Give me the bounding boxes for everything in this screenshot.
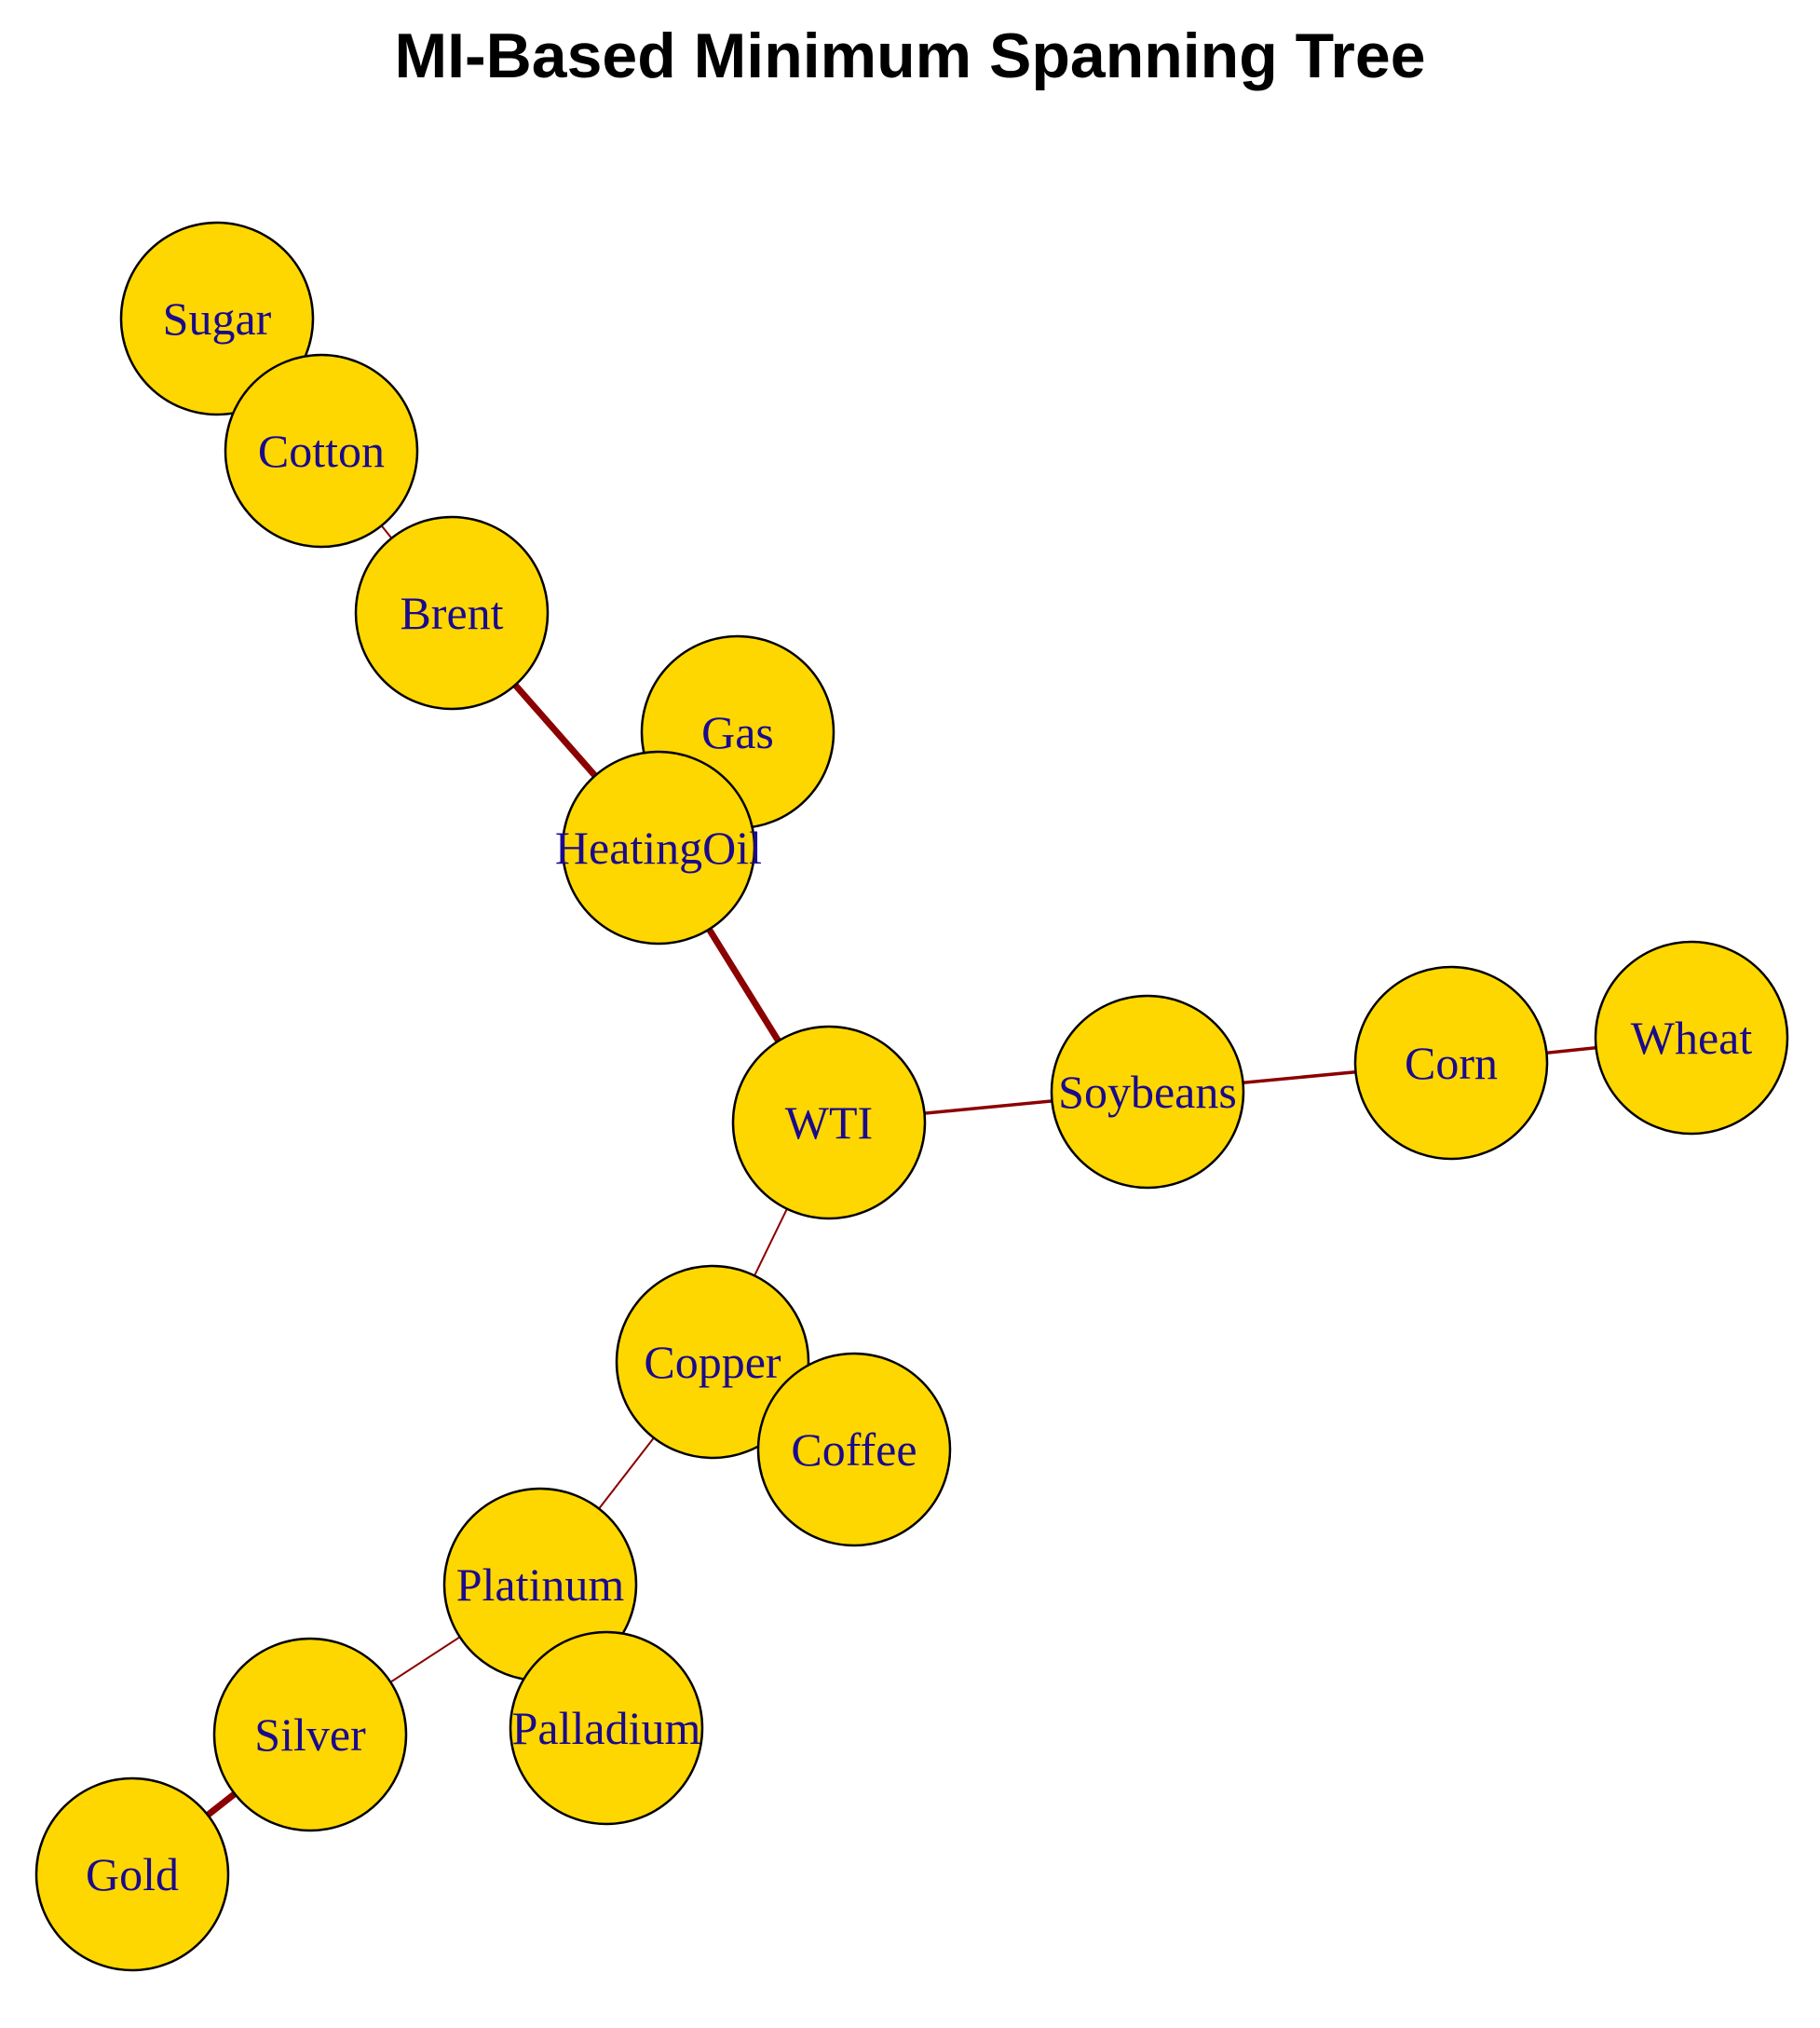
node-soybeans: Soybeans (1050, 994, 1245, 1190)
node-label: Copper (644, 1336, 781, 1388)
node-circle (1594, 940, 1789, 1136)
node-label: Wheat (1631, 1012, 1753, 1064)
node-label: Gas (701, 706, 774, 758)
node-circle (1353, 965, 1549, 1161)
node-circle (354, 515, 550, 711)
node-label: Soybeans (1058, 1066, 1237, 1118)
node-wti: WTI (731, 1025, 927, 1220)
node-corn: Corn (1353, 965, 1549, 1161)
node-circle (34, 1776, 230, 1972)
node-label: Gold (86, 1848, 179, 1900)
node-platinum: Platinum (442, 1487, 638, 1682)
node-circle (615, 1264, 810, 1460)
node-label: Sugar (163, 293, 272, 345)
node-label: HeatingOil (555, 822, 762, 874)
node-label: Platinum (456, 1558, 625, 1611)
node-label: Silver (254, 1708, 366, 1761)
node-circle (1050, 994, 1245, 1190)
node-circle (509, 1630, 704, 1826)
node-label: Coffee (791, 1423, 917, 1476)
node-heatingoil: HeatingOil (555, 750, 762, 946)
node-circle (119, 221, 315, 416)
node-wheat: Wheat (1594, 940, 1789, 1136)
node-circle (561, 750, 756, 946)
node-copper: Copper (615, 1264, 810, 1460)
node-label: Brent (400, 587, 503, 639)
diagram-title: MI-Based Minimum Spanning Tree (394, 20, 1426, 91)
node-coffee: Coffee (756, 1352, 952, 1547)
node-label: Palladium (512, 1702, 701, 1754)
node-circle (212, 1637, 408, 1832)
node-circle (756, 1352, 952, 1547)
node-gold: Gold (34, 1776, 230, 1972)
node-label: WTI (785, 1096, 873, 1149)
node-circle (731, 1025, 927, 1220)
node-palladium: Palladium (509, 1630, 704, 1826)
node-sugar: Sugar (119, 221, 315, 416)
node-label: Cotton (258, 425, 385, 477)
node-circle (224, 353, 419, 549)
node-cotton: Cotton (224, 353, 419, 549)
node-label: Corn (1405, 1037, 1498, 1089)
node-brent: Brent (354, 515, 550, 711)
node-silver: Silver (212, 1637, 408, 1832)
